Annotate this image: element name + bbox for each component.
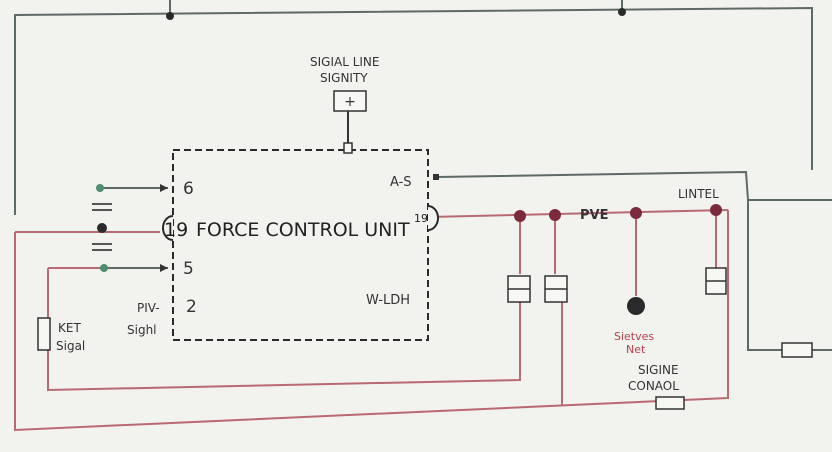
green-wires	[100, 187, 168, 269]
ket-loop	[47, 268, 521, 392]
pin-arrows	[160, 184, 168, 272]
sensor-label-2: Net	[626, 343, 646, 356]
outer-red-loop	[14, 210, 729, 432]
pin-2-number: 2	[186, 297, 197, 317]
lintel-label: LINTEL	[678, 187, 719, 201]
unit-right-pin-number: 19	[414, 212, 428, 225]
node-sensor	[630, 207, 642, 219]
unit-left-port	[162, 215, 174, 241]
unit-title: FORCE CONTROL UNIT	[196, 219, 410, 241]
inline-components	[37, 267, 813, 410]
signal-line-connector	[343, 142, 353, 154]
pin6-terminal	[96, 184, 104, 192]
signal-label-1: SIGINE	[638, 363, 679, 377]
component-ket	[37, 317, 51, 351]
component-signal	[655, 396, 685, 410]
signal-line-box	[333, 90, 367, 112]
junction-top-left	[166, 12, 174, 20]
component-dividers	[508, 280, 726, 290]
component-right	[781, 342, 813, 358]
pin5-arrow	[160, 264, 168, 272]
red-nodes	[514, 204, 722, 222]
pin6-arrow	[160, 184, 168, 192]
lower-right-wire	[747, 200, 832, 351]
node-branch-a	[514, 210, 526, 222]
sensor-label-1: Sietves	[614, 330, 654, 343]
as-terminal	[433, 174, 439, 180]
unit-right-port	[427, 205, 439, 231]
red-wires	[14, 209, 729, 432]
right-return-wire	[436, 170, 832, 201]
pin-6-number: 6	[183, 179, 194, 199]
ket-label-2: Sigal	[56, 339, 85, 353]
ground-marks	[92, 203, 112, 251]
unit-left-pin-number: 19	[164, 219, 188, 241]
signal-label-2: CONAOL	[628, 379, 679, 393]
pin-2-label-line2: Sighl	[127, 323, 157, 337]
pin-5-number: 5	[183, 259, 194, 279]
pin-2-label-line1: PIV-	[137, 301, 160, 315]
pve-label: PVE	[580, 208, 608, 223]
force-control-unit-box	[172, 149, 429, 341]
outer-dark-wires	[14, 0, 832, 351]
pin-as-label: A-S	[390, 175, 412, 190]
signal-line-label-1: SIGIAL LINE	[310, 55, 380, 69]
signal-line-label-2: SIGNITY	[320, 71, 368, 85]
left-mid-terminal	[97, 223, 107, 233]
node-lintel	[710, 204, 722, 216]
pin5-terminal	[100, 264, 108, 272]
node-branch-b	[549, 209, 561, 221]
pin-wldh-label: W-LDH	[366, 293, 410, 308]
sensor-node	[627, 297, 645, 315]
junction-top-right	[618, 8, 626, 16]
ket-label-1: KET	[58, 321, 81, 335]
unit-output-wire	[429, 209, 729, 218]
top-wire	[14, 6, 813, 215]
signal-line-symbol: +	[344, 94, 356, 110]
